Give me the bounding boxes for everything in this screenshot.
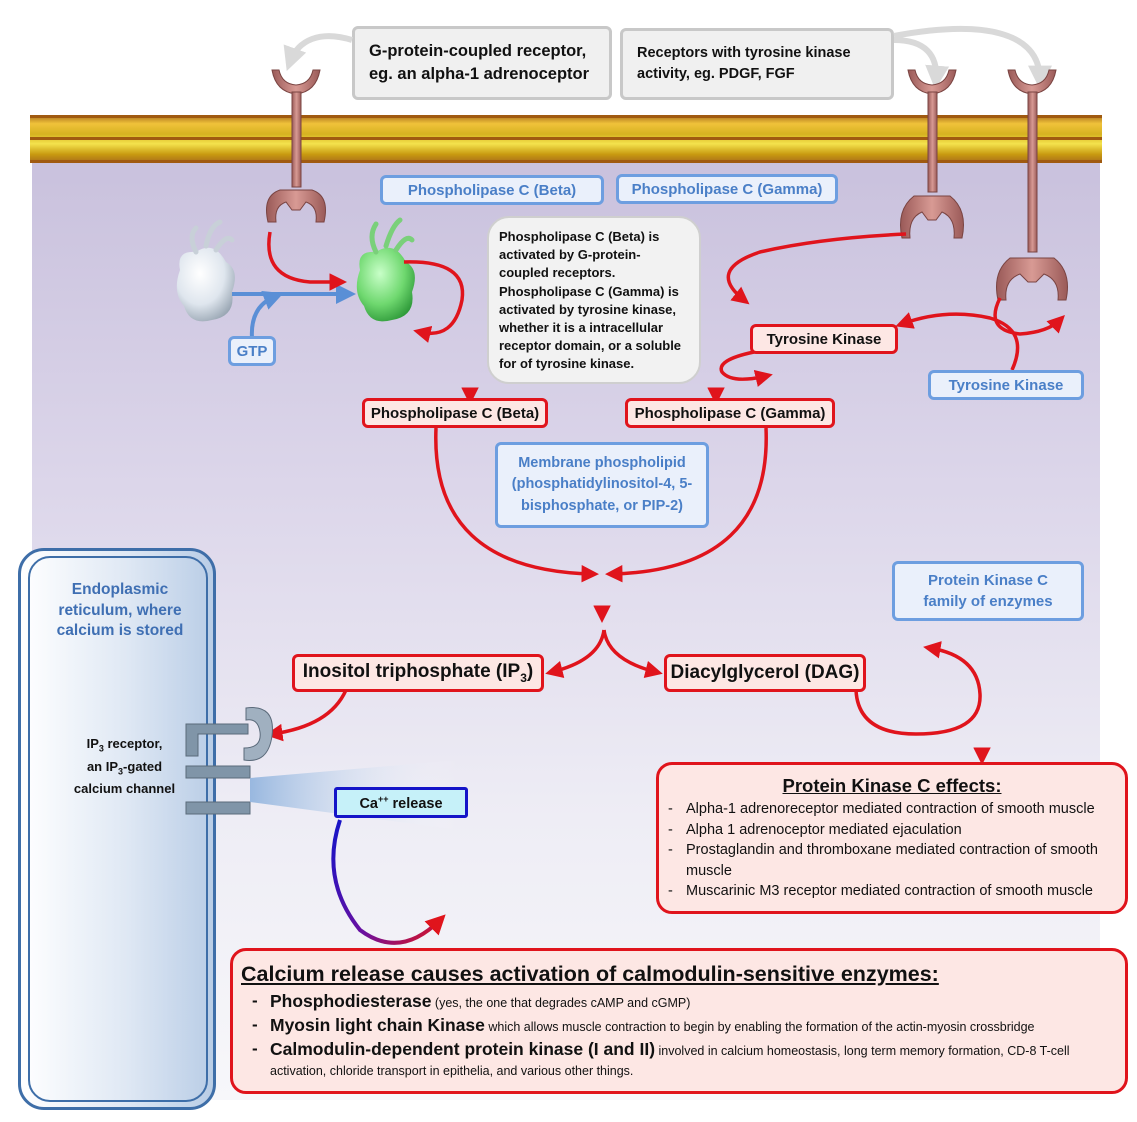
rtk-header: Receptors with tyrosine kinase activity,…: [620, 28, 894, 100]
gpcr-activation-arrow: [267, 231, 347, 291]
calcium-release-arc: [331, 819, 446, 945]
g-protein-active: [356, 217, 415, 322]
plc-activation-note: Phospholipase C (Beta) is activated by G…: [487, 216, 701, 384]
gpcr-header-label: G-protein-coupled receptor, eg. an alpha…: [369, 42, 590, 83]
list-item: -Myosin light chain Kinase which allows …: [252, 1015, 1035, 1035]
soluble-tk-arrow: [895, 312, 1020, 371]
pkc-effects-list: -Alpha-1 adrenoreceptor mediated contrac…: [668, 799, 1118, 902]
rtk1-to-tk-arrow: [726, 232, 907, 305]
list-item: -Alpha 1 adrenoceptor mediated ejaculati…: [668, 821, 962, 838]
rtk-pointer-arrow-1: [893, 37, 950, 90]
ip3-receptor-channel: [185, 707, 273, 815]
membrane-phospholipid: Membrane phospholipid (phosphatidylinosi…: [495, 442, 709, 528]
rtk-header-label: Receptors with tyrosine kinase activity,…: [637, 45, 851, 82]
list-item: -Phosphodiesterase (yes, the one that de…: [252, 991, 691, 1011]
endoplasmic-reticulum: [18, 548, 216, 1110]
to-dag-arrow: [602, 629, 663, 678]
rtk2-loop-arrow: [993, 297, 1065, 336]
plc-beta-inactive: Phospholipase C (Beta): [380, 175, 604, 205]
dag-label: Diacylglycerol (DAG): [664, 654, 866, 692]
plc-gamma-inactive: Phospholipase C (Gamma): [616, 174, 838, 204]
tyrosine-kinase-inactive: Tyrosine Kinase: [928, 370, 1084, 400]
gpcr-header: G-protein-coupled receptor, eg. an alpha…: [352, 26, 612, 100]
tyrosine-kinase-active: Tyrosine Kinase: [750, 324, 898, 354]
cell-membrane: [30, 115, 1102, 163]
gtp-arrow: [249, 290, 284, 339]
endoplasmic-reticulum-inner: [28, 556, 208, 1102]
to-ip3-arrow: [545, 629, 606, 678]
gpcr-receptor: [266, 69, 326, 223]
ip3-label: Inositol triphosphate (IP3): [292, 654, 544, 692]
rtk-receptor-1: [900, 69, 964, 239]
calcium-effects-list: -Phosphodiesterase (yes, the one that de…: [252, 991, 1116, 1084]
pkc-effects-title: Protein Kinase C effects:: [782, 775, 1002, 796]
gtp-label: GTP: [228, 336, 276, 366]
list-item: -Prostaglandin and thromboxane mediated …: [668, 842, 1098, 879]
gpcr-pointer-arrow: [283, 33, 353, 72]
calcium-effects-box: [230, 948, 1128, 1094]
calcium-release-label: Ca++ release: [334, 787, 468, 818]
rtk-pointer-arrow-2: [893, 26, 1052, 90]
g-protein-loop-arrow: [403, 260, 465, 343]
plc-gamma-active: Phospholipase C (Gamma): [625, 398, 835, 428]
list-item: -Alpha-1 adrenoreceptor mediated contrac…: [668, 801, 1095, 817]
dag-pkc-loop-arrow: [854, 641, 982, 736]
list-item: -Calmodulin-dependent protein kinase (I …: [252, 1039, 1070, 1078]
plc-beta-hydrolysis-arrow: [434, 427, 599, 583]
ip3-receptor-label: IP3 receptor, an IP3-gated calcium chann…: [73, 736, 176, 797]
tk-loop-arrow: [719, 350, 773, 387]
pkc-effects-box: [656, 762, 1128, 914]
plc-beta-active: Phospholipase C (Beta): [362, 398, 548, 428]
pkc-family: Protein Kinase C family of enzymes: [892, 561, 1084, 621]
calcium-effects-title: Calcium release causes activation of cal…: [241, 962, 939, 986]
g-protein-inactive: [176, 219, 235, 322]
rtk-receptor-2: [996, 69, 1068, 301]
ip3-to-receptor-arrow: [265, 689, 348, 742]
er-title: Endoplasmic reticulum, where calcium is …: [56, 581, 184, 639]
list-item: -Muscarinic M3 receptor mediated contrac…: [668, 883, 1093, 900]
plc-gamma-hydrolysis-arrow: [605, 427, 768, 583]
